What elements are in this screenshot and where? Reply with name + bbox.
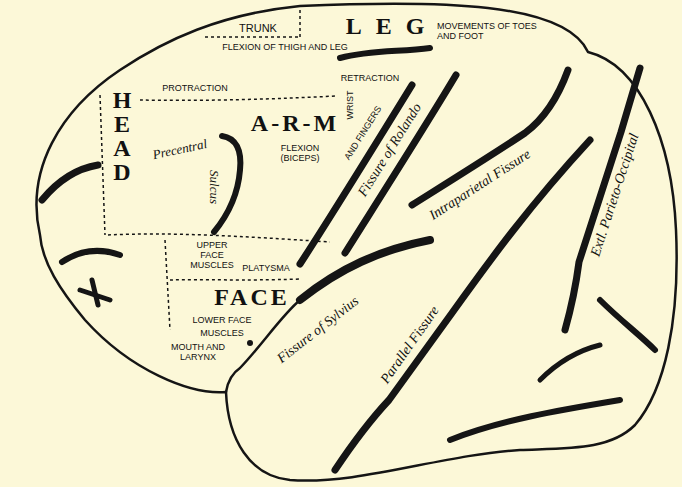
fissure-label: Extl. Parieto-Occipital (588, 132, 643, 259)
movement-label: MOVEMENTS OF TOES AND FOOT (437, 21, 547, 42)
area-boundary (170, 279, 300, 280)
area-boundary (205, 36, 300, 38)
fissure (42, 165, 98, 200)
area-boundary (299, 10, 301, 37)
movement-label: PLATYSMA (242, 263, 289, 273)
fissure (540, 345, 600, 380)
fissure-label: Parallel Fissure (377, 303, 442, 387)
fissure-label: Precentral (151, 137, 208, 163)
fissure (300, 240, 430, 300)
fissure-label: Fissure of Rolando (355, 100, 425, 199)
region-label: HEAD (110, 88, 134, 184)
fissure (565, 68, 640, 330)
fissures (42, 48, 655, 470)
fissure (450, 400, 620, 440)
fissure-label: Sulcus (207, 170, 222, 204)
movement-label: FLEXION OF THIGH AND LEG (222, 42, 347, 52)
region-label: A-R-M (251, 111, 339, 135)
movement-label: WRIST (345, 91, 355, 120)
fissure (600, 300, 655, 350)
fissure-dot (247, 340, 253, 346)
fissure (345, 75, 456, 253)
fissure-label: Intraparietal Fissure (426, 146, 533, 223)
movement-label: UPPER FACE MUSCLES (184, 240, 240, 270)
movement-label: LOWER FACE (192, 315, 251, 325)
fissure (340, 48, 430, 58)
brain-outline (37, 4, 677, 481)
area-boundary (165, 240, 170, 330)
movement-label: PROTRACTION (162, 83, 228, 93)
fissure (92, 280, 98, 305)
region-label: FACE (214, 285, 290, 309)
movement-label: MOUTH AND LARYNX (166, 342, 230, 363)
movement-label: FLEXION (BICEPS) (265, 143, 335, 164)
region-label: LEG (346, 14, 439, 38)
region-label: TRUNK (239, 22, 277, 35)
fissure (62, 251, 120, 262)
area-boundaries (100, 10, 335, 330)
movement-label: RETRACTION (341, 73, 400, 83)
area-boundary (140, 96, 335, 100)
movement-label: MUSCLES (200, 328, 244, 338)
